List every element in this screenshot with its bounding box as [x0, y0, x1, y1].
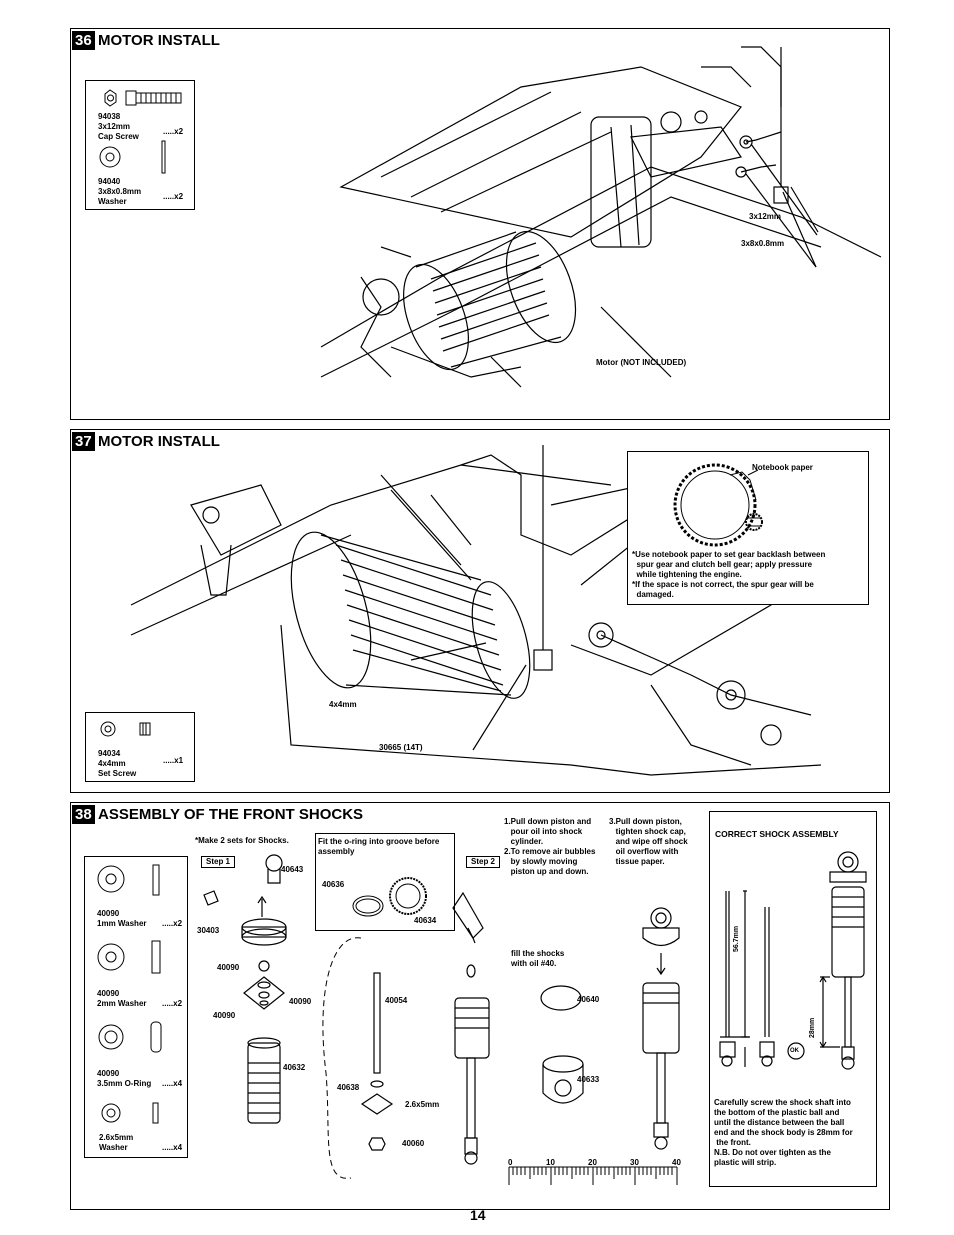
part-desc: 1mm Washer [97, 919, 147, 928]
step36-panel: 36 MOTOR INSTALL 94038 3x12mm Cap Screw … [70, 28, 890, 420]
correct-shock-drawing [719, 851, 867, 1070]
part-label: 40636 [322, 880, 345, 889]
part-code: 40090 [97, 909, 120, 918]
correct-assembly-box: CORRECT SHOCK ASSEMBLY [709, 811, 877, 1187]
part-label: 2.6x5mm [405, 1100, 440, 1109]
part-qty: .....x4 [162, 1143, 183, 1152]
ruler-label: 10 [546, 1158, 555, 1167]
step-number: 36 [72, 31, 95, 50]
part-qty: .....x4 [162, 1079, 183, 1088]
oring-note: Fit the o-ring into groove before assemb… [318, 837, 440, 856]
parts-box: 94034 4x4mm Set Screw .....x1 [85, 712, 195, 782]
measuring-ruler [508, 1166, 678, 1185]
part-label: 40633 [577, 1075, 600, 1084]
oring-cap-icon [352, 877, 427, 917]
part-label: 40090 [289, 997, 312, 1006]
part-code: 40090 [97, 1069, 120, 1078]
part-desc: 2.6x5mm [99, 1133, 134, 1142]
motor-callout: Motor (NOT INCLUDED) [596, 358, 687, 367]
chassis-motor-illustration [320, 46, 882, 388]
parts-box: 94038 3x12mm Cap Screw .....x2 94040 3x8… [85, 80, 195, 210]
step-title: MOTOR INSTALL [98, 433, 220, 450]
shock-shaft-assembly [360, 972, 394, 1151]
ruler-label: 30 [630, 1158, 639, 1167]
part-label: 40643 [281, 865, 304, 874]
ruler-label: 0 [508, 1158, 513, 1167]
part-qty: .....x2 [162, 919, 183, 928]
step-title: MOTOR INSTALL [98, 32, 220, 49]
dim-56-7: 56.7mm [733, 925, 740, 952]
part-desc: 3x8x0.8mm [98, 187, 142, 196]
setscrew-callout: 4x4mm [329, 700, 357, 709]
dim-28: 28mm [809, 1017, 816, 1038]
part-desc: 2mm Washer [97, 999, 147, 1008]
parts-box: 40090 1mm Washer .....x2 40090 2mm Washe… [84, 856, 188, 1158]
part-label: 40060 [402, 1139, 425, 1148]
washer-oring-icons [97, 864, 162, 1124]
part-label: 40054 [385, 996, 408, 1005]
hex-cap-screw-icon [99, 89, 182, 174]
oring-box: Fit the o-ring into groove before assemb… [315, 833, 455, 931]
spur-gear-icon [673, 463, 763, 547]
ok-badge: OK [790, 1048, 799, 1054]
oil-bottle-and-shocks [452, 891, 680, 1165]
part-label: 40632 [283, 1063, 306, 1072]
part-label: 40640 [577, 995, 600, 1004]
gear-backlash-box: Notebook paper *Use notebook paper to se… [627, 451, 869, 605]
step-number: 38 [72, 805, 95, 824]
notebook-callout: Notebook paper [752, 463, 813, 472]
part-desc: 3x12mm [98, 122, 131, 131]
part-qty: .....x2 [162, 999, 183, 1008]
pinion-callout: 30665 (14T) [379, 743, 423, 752]
part-desc: Washer [98, 197, 127, 206]
part-label: 30403 [197, 926, 220, 935]
part-desc: Washer [99, 1143, 128, 1152]
instruction-3: 3.Pull down piston, tighten shock cap, a… [609, 817, 688, 866]
part-desc: Cap Screw [98, 132, 139, 141]
part-qty: .....x2 [163, 127, 184, 136]
set-screw-icon [100, 721, 151, 737]
washer-callout: 3x8x0.8mm [741, 239, 785, 248]
fill-note: fill the shocks with oil #40. [511, 949, 565, 968]
step-title: ASSEMBLY OF THE FRONT SHOCKS [98, 806, 364, 823]
part-code: 94038 [98, 112, 121, 121]
part-label: 40090 [213, 1011, 236, 1020]
part-code: 40090 [97, 989, 120, 998]
instruction-1-2: 1.Pull down piston and pour oil into sho… [504, 817, 596, 876]
correct-title: CORRECT SHOCK ASSEMBLY [715, 829, 839, 839]
part-desc: Set Screw [98, 769, 137, 778]
correct-note: Carefully screw the shock shaft into the… [714, 1098, 853, 1167]
screw-callout: 3x12mm [749, 212, 782, 221]
step2-tag: Step 2 [466, 856, 501, 868]
ruler-label: 20 [588, 1158, 597, 1167]
part-code: 94040 [98, 177, 121, 186]
step37-panel: 37 MOTOR INSTALL [70, 429, 890, 793]
assembly-flow-line [322, 937, 362, 1179]
part-desc: 3.5mm O-Ring [97, 1079, 152, 1088]
page-number: 14 [470, 1207, 486, 1223]
part-label: 40090 [217, 963, 240, 972]
ruler-label: 40 [672, 1158, 681, 1167]
shock-exploded-step1 [203, 854, 287, 1124]
backlash-note: *Use notebook paper to set gear backlash… [632, 550, 826, 599]
part-code: 94034 [98, 749, 121, 758]
part-qty: .....x1 [163, 756, 184, 765]
part-label: 40638 [337, 1083, 360, 1092]
part-qty: .....x2 [163, 192, 184, 201]
step-number: 37 [72, 432, 95, 451]
step38-panel: 38 ASSEMBLY OF THE FRONT SHOCKS *Make 2 … [70, 802, 890, 1210]
step1-tag: Step 1 [201, 856, 236, 868]
part-desc: 4x4mm [98, 759, 126, 768]
make-note: *Make 2 sets for Shocks. [195, 836, 289, 845]
part-label: 40634 [414, 916, 437, 925]
